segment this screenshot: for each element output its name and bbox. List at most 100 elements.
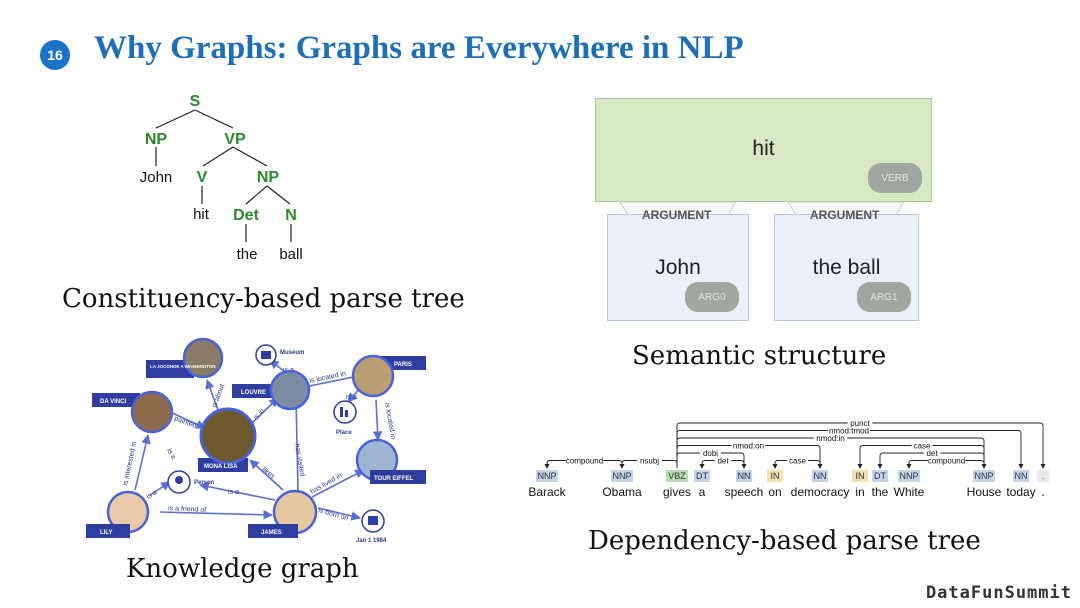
tree-node-v: V (197, 169, 208, 186)
argument-box-0: John ARG0 (607, 214, 749, 321)
dep-arc (908, 460, 985, 468)
edge-is-in: is in (252, 408, 266, 422)
dep-label: nsubj (640, 457, 659, 466)
slide-title: Why Graphs: Graphs are Everywhere in NLP (94, 30, 744, 66)
predicate-word: hit (752, 137, 775, 160)
edge-is-a: is a (165, 448, 177, 461)
pos-tag-box (767, 470, 783, 482)
tree-node-np: NP (257, 169, 280, 186)
dep-word: a (699, 485, 706, 499)
slide-number-badge: 16 (40, 40, 70, 70)
pos-tag-box (973, 470, 995, 482)
dep-label-bg (923, 449, 941, 457)
svg-text:PARIS: PARIS (394, 362, 412, 368)
semantic-predicate-box: hit VERB (595, 98, 932, 202)
svg-text:JAMES: JAMES (261, 530, 282, 536)
edge-likes: likes (261, 466, 277, 481)
pos-tag: NN (738, 471, 751, 481)
edge-is-located-in: is located in (383, 402, 396, 440)
dep-word: Barack (528, 485, 566, 499)
dep-arc (879, 452, 985, 468)
svg-text:Jan 1 1984: Jan 1 1984 (356, 538, 387, 544)
dep-label: nmod:tmod (829, 427, 869, 436)
dep-arc (676, 437, 985, 468)
caption-dependency: Dependency-based parse tree (588, 526, 981, 556)
dep-label-bg (911, 441, 933, 450)
svg-text:LILY: LILY (100, 530, 112, 536)
pos-tag: NN (814, 471, 827, 481)
edge-is-about: is about (211, 383, 226, 408)
node-eiffel: TOUR EIFFEL (355, 438, 426, 484)
node-date: Jan 1 1984 (356, 509, 387, 544)
edge-is-interested-in: is interested in (122, 441, 138, 487)
dep-word: . (1041, 485, 1044, 499)
dep-word: Obama (602, 485, 642, 499)
dep-arrowhead (619, 464, 625, 469)
dep-arc (676, 430, 1022, 468)
pos-tag-box (852, 470, 868, 482)
dep-arrowhead (544, 464, 550, 469)
tree-node-s: S (190, 93, 201, 110)
pos-tag: NN (1015, 471, 1028, 481)
edge-is-a: is a (346, 394, 357, 401)
tree-node-np: NP (145, 131, 168, 148)
dep-arrowhead (857, 464, 863, 469)
node-monalisa: MONA LISA (198, 407, 257, 472)
node-davinci: DA VINCI (92, 390, 174, 434)
dep-arc (546, 460, 623, 468)
dep-arc (774, 460, 821, 468)
svg-text:Person: Person (194, 480, 215, 486)
dep-arrowhead (877, 464, 883, 469)
pos-tag-box (736, 470, 752, 482)
node-james: JAMES (248, 489, 318, 538)
tree-node-vp: VP (224, 131, 246, 148)
dep-word: the (872, 485, 889, 499)
caption-knowledge: Knowledge graph (126, 554, 359, 584)
tree-node-det: Det (233, 207, 259, 224)
pos-tag: IN (856, 471, 865, 481)
dep-arrowhead (817, 464, 823, 469)
dep-label: punct (850, 419, 870, 428)
tree-leaf-john: John (140, 169, 173, 186)
node-person: Person (167, 470, 215, 494)
tree-node-n: N (285, 207, 297, 224)
pos-tag-box (872, 470, 888, 482)
pos-tag: DT (696, 471, 708, 481)
edge-is-born-on: is born on (317, 507, 349, 522)
node-louvre: LOUVRE (232, 369, 311, 411)
pos-tag: NNP (612, 471, 631, 481)
dep-arrowhead (906, 464, 912, 469)
arg-tag: ARG1 (857, 282, 911, 312)
dep-arc (701, 460, 745, 468)
edge-has-lived-in: has lived in (310, 472, 344, 496)
edge-painted: painted (173, 415, 197, 429)
svg-text:Place: Place (336, 430, 352, 436)
caption-semantic: Semantic structure (632, 341, 887, 371)
dep-word: speech (725, 485, 764, 499)
edge-is-a: is a (146, 489, 159, 501)
dep-label: nmod:on (733, 442, 764, 451)
edge-is-a-friend-of: is a friend of (168, 505, 207, 514)
dep-label-bg (787, 456, 808, 465)
pos-tag: DT (874, 471, 886, 481)
dep-label-bg (927, 456, 966, 465)
dep-word: in (855, 485, 864, 499)
svg-text:DA VINCI: DA VINCI (100, 399, 126, 405)
pos-tag: NNP (974, 471, 993, 481)
edge-is-located-in: is located in (309, 370, 347, 385)
dep-label-bg (700, 449, 721, 457)
dep-arrowhead (772, 464, 778, 469)
argument-word: John (655, 256, 701, 279)
argument-box-1: the ball ARG1 (774, 214, 919, 321)
edge-is-a: is a (228, 489, 239, 496)
pos-tag-box (536, 470, 558, 482)
node-joconde: LA JOCONDE A WASHINGTON (146, 337, 224, 379)
svg-text:MONA LISA: MONA LISA (204, 464, 238, 470)
dep-arrowhead (981, 464, 987, 469)
edge-is-a: is a (283, 367, 294, 374)
tree-leaf-ball: ball (279, 246, 302, 263)
dep-arc (676, 422, 1044, 468)
dep-arc (676, 445, 821, 468)
tree-leaf-hit: hit (193, 206, 210, 223)
edge-has-visited: has visited (293, 443, 306, 477)
